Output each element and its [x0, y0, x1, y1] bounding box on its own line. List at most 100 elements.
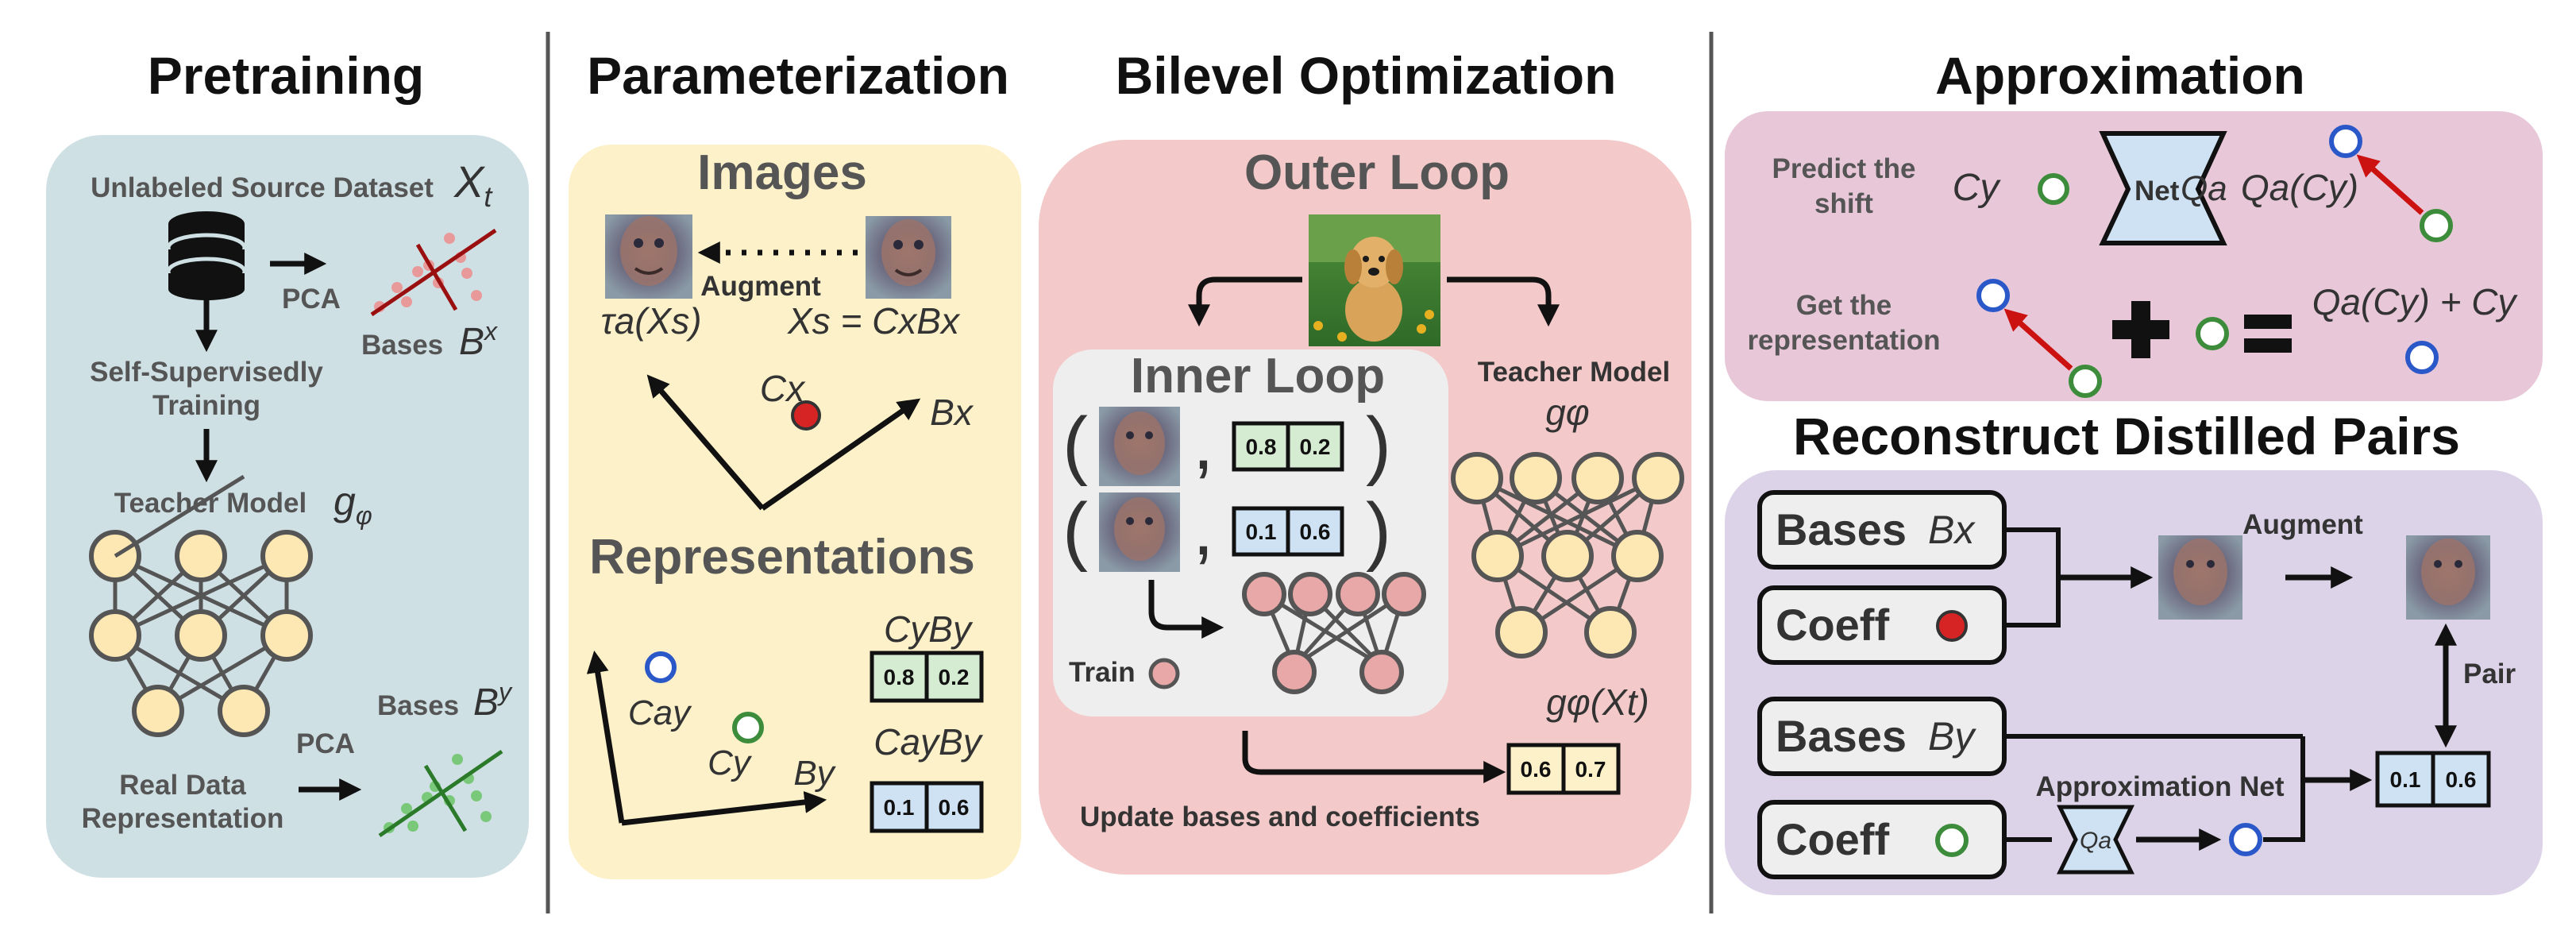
train-label: Train — [1069, 657, 1136, 688]
bilevel-teacher-math: gφ — [1545, 392, 1590, 433]
approx-net-label: Approximation Net — [2035, 771, 2284, 802]
sum-math: Qa(Cy) + Cy — [2312, 281, 2519, 322]
dog-image — [1309, 214, 1440, 346]
repr-axis-vertical — [586, 650, 625, 824]
bases-x-scatter — [370, 228, 497, 317]
pca-top-label: PCA — [282, 284, 341, 315]
reconstructed-image — [2158, 535, 2242, 620]
by-label: By — [793, 754, 836, 793]
cy-dot — [732, 712, 764, 743]
bases-x-box-label: Bases — [1776, 504, 1907, 554]
train-legend-dot — [1148, 658, 1180, 689]
xs-label: Xs = CxBx — [787, 300, 961, 342]
get-line1: Get the — [1796, 290, 1892, 321]
pair1-vector — [1232, 421, 1344, 472]
ca-dot — [645, 651, 677, 683]
get-shift-arrow — [2003, 308, 2073, 371]
augment-label: Augment — [700, 271, 821, 302]
reconstructed-vector — [2375, 751, 2491, 808]
title-pretraining: Pretraining — [148, 46, 424, 105]
bases-x-box-math: Bx — [1928, 508, 1976, 552]
arrow-outer-left — [1188, 276, 1302, 327]
predict-line1: Predict the — [1772, 153, 1916, 184]
get-green-dot — [2069, 365, 2102, 398]
repr-title: Representations — [589, 530, 975, 585]
augmented-image — [605, 214, 692, 299]
update-label: Update bases and coefficients — [1080, 801, 1480, 832]
pair1-lparen: ( — [1062, 402, 1088, 487]
get-line2: representation — [1747, 325, 1940, 356]
pair1-v1: 0.8 — [1246, 434, 1277, 459]
bases-y-math: By — [473, 678, 513, 724]
inner-title: Inner Loop — [1131, 349, 1385, 404]
database-icon — [166, 211, 247, 300]
sum-blue-dot — [2405, 341, 2439, 374]
image-basis-axis-1 — [646, 374, 765, 511]
pair2-comma: , — [1193, 486, 1214, 571]
bases-y-box-math: By — [1928, 714, 1976, 759]
approx-net-shape — [2056, 805, 2135, 875]
title-reconstruct: Reconstruct Distilled Pairs — [1793, 407, 2460, 465]
approx-cy-dot — [2038, 173, 2069, 205]
pair-label: Pair — [2463, 658, 2516, 689]
arrow-update — [1242, 731, 1506, 783]
repr-vector-bottom — [870, 781, 984, 833]
out-v1: 0.6 — [1521, 757, 1552, 782]
pair2-v2: 0.6 — [1300, 519, 1331, 544]
title-bilevel: Bilevel Optimization — [1116, 46, 1617, 105]
real-line2: Representation — [82, 803, 284, 834]
dataset-math: Xt — [453, 156, 493, 213]
outer-title: Outer Loop — [1244, 145, 1510, 200]
bases-x-math: Bx — [459, 317, 498, 363]
cx-dot — [791, 400, 821, 431]
coeff-top-label: Coeff — [1776, 600, 1889, 650]
bases-x-label: Bases — [361, 330, 443, 361]
qa-cy: Qa(Cy) — [2241, 167, 2358, 208]
augment-label-right: Augment — [2242, 509, 2363, 540]
teacher-math: gφ — [334, 479, 372, 530]
shift-green-dot — [2420, 209, 2453, 242]
bases-y-label: Bases — [377, 690, 459, 721]
predict-line2: shift — [1814, 188, 1873, 219]
pair1-v2: 0.2 — [1300, 434, 1331, 459]
tau-label: τa(Xs) — [600, 300, 701, 342]
cell-top-1: 0.8 — [884, 665, 915, 689]
cell-bot-1: 0.1 — [884, 795, 915, 820]
plus-icon — [2112, 301, 2169, 358]
image-basis-axis-2 — [761, 398, 921, 511]
bases-y-scatter — [378, 749, 503, 838]
coeff-bottom-green-dot — [1935, 824, 1969, 857]
approx-net-math: Qa — [2080, 828, 2111, 854]
ssl-line1: Self-Supervisedly — [90, 357, 323, 388]
title-parameterization: Parameterization — [587, 46, 1009, 105]
pair1-image — [1099, 407, 1180, 486]
shift-blue-dot — [2329, 125, 2362, 158]
get-blue-dot — [1976, 279, 2010, 312]
cell-top-2: 0.2 — [939, 665, 970, 689]
cell-bot-2: 0.6 — [939, 795, 970, 820]
approximation-panel — [1725, 111, 2543, 401]
teacher-output-vector — [1506, 743, 1621, 795]
approx-blue-dot — [2229, 823, 2262, 856]
recon-v2: 0.6 — [2446, 767, 2477, 792]
student-network — [1242, 572, 1426, 694]
pair2-image — [1099, 492, 1180, 572]
distilled-image — [866, 216, 951, 299]
cx-label: Cx — [760, 368, 806, 409]
bx-label: Bx — [930, 392, 974, 433]
net-math: Qa — [2181, 169, 2227, 208]
cyby-top: CyBy — [884, 608, 974, 650]
bracket-bottom-in — [2263, 736, 2305, 842]
pair2-vector — [1232, 506, 1344, 557]
arrow-outer-right — [1447, 276, 1560, 327]
teacher-label: Teacher Model — [114, 488, 307, 519]
out-v2: 0.7 — [1575, 757, 1606, 782]
equals-icon — [2244, 315, 2292, 353]
pca-bottom-label: PCA — [296, 728, 355, 759]
bilevel-teacher-network — [1451, 452, 1684, 658]
pair2-lparen: ( — [1062, 488, 1088, 573]
repr-axis-horizontal — [621, 790, 827, 826]
teacher-network-extra — [114, 474, 245, 558]
recon-v1: 0.1 — [2390, 767, 2421, 792]
